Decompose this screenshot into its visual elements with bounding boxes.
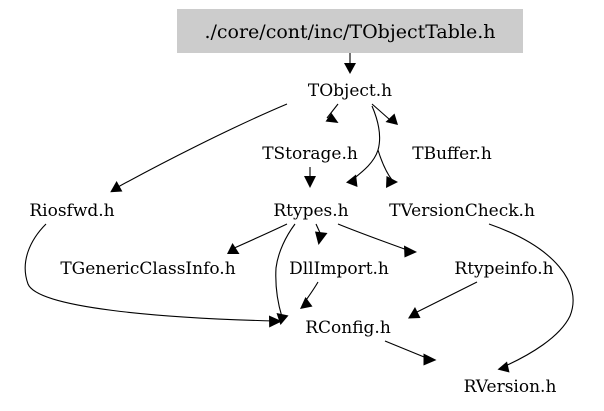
edge-rtypes-to-rtypeinfo	[337, 223, 417, 258]
edge-rtypes-to-dllimport	[315, 223, 328, 245]
edge-rtypes-to-rconfig	[275, 223, 296, 325]
edge-rconfig-to-rversion	[384, 340, 437, 366]
node-root-label: ./core/cont/inc/TObjectTable.h	[204, 21, 495, 43]
node-tobject-label: TObject.h	[308, 81, 392, 101]
edge-riosfwd-to-rconfig	[24, 223, 282, 328]
edge-rtypes-to-tgenericclassinfo	[227, 223, 288, 254]
node-tgenericclassinfo-label: TGenericClassInfo.h	[60, 259, 235, 279]
edge-tobject-to-tbuffer	[371, 103, 398, 125]
edge-dllimport-to-rconfig	[300, 281, 319, 309]
node-tstorage-label: TStorage.h	[262, 144, 358, 164]
node-rtypes-label: Rtypes.h	[273, 201, 348, 221]
node-rconfig-label: RConfig.h	[305, 318, 391, 338]
node-riosfwd-label: Riosfwd.h	[29, 201, 114, 221]
node-tbuffer-label: TBuffer.h	[412, 144, 492, 164]
edge-tstorage-to-rtypes	[304, 167, 316, 188]
edge-root-to-tobject	[344, 53, 356, 74]
node-tversioncheck-label: TVersionCheck.h	[389, 201, 535, 221]
node-dllimport-label: DllImport.h	[289, 259, 389, 279]
node-rversion-label: RVersion.h	[464, 377, 557, 397]
edge-tobject-to-tversioncheck	[377, 149, 398, 188]
edge-rtypeinfo-to-rconfig	[408, 281, 478, 319]
node-root-box	[177, 9, 523, 53]
edge-tversioncheck-to-rversion	[488, 223, 574, 373]
edge-tobject-to-tstorage	[325, 103, 339, 123]
edge-tobject-to-riosfwd	[110, 103, 288, 193]
node-rtypeinfo-label: Rtypeinfo.h	[454, 259, 553, 279]
